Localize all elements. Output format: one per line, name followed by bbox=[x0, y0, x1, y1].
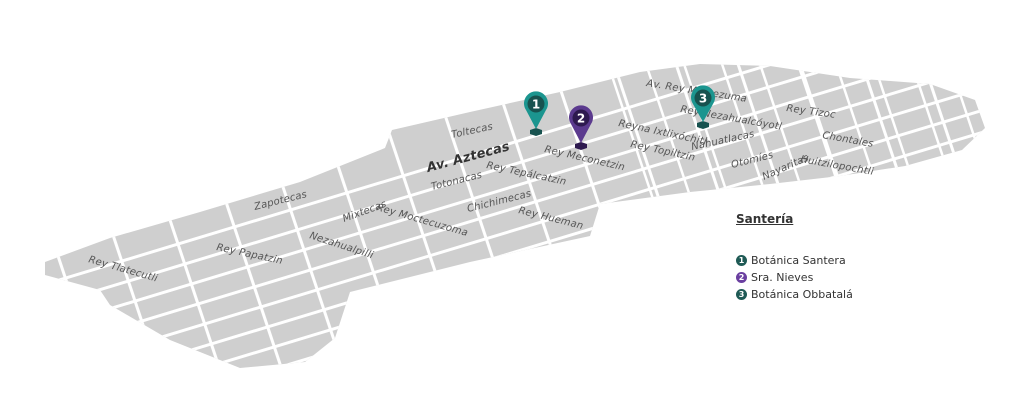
street-line bbox=[45, 64, 985, 366]
legend: Santería 1 Botánica Santera 2 Sra. Nieve… bbox=[736, 212, 853, 303]
map-marker-1[interactable]: 1 bbox=[524, 91, 549, 136]
street-line bbox=[751, 316, 985, 368]
legend-label-3: Botánica Obbatalá bbox=[751, 288, 853, 301]
street-line bbox=[914, 64, 985, 362]
street-line bbox=[976, 64, 985, 176]
legend-number-1: 1 bbox=[736, 255, 747, 266]
street-line bbox=[45, 64, 985, 322]
pin-base-icon bbox=[530, 128, 542, 136]
street-line bbox=[45, 267, 46, 368]
street-line bbox=[45, 81, 108, 368]
pin-number: 1 bbox=[532, 98, 540, 112]
legend-number-2: 2 bbox=[736, 272, 747, 283]
street-line bbox=[46, 64, 170, 368]
street-line bbox=[45, 64, 985, 344]
pin-number: 3 bbox=[699, 92, 707, 106]
legend-item-1: 1 Botánica Santera bbox=[736, 252, 853, 269]
map-marker-3[interactable]: 3 bbox=[691, 85, 715, 129]
pin-badge bbox=[694, 89, 712, 107]
pin-badge bbox=[527, 95, 545, 113]
street-line bbox=[679, 294, 985, 368]
street-line bbox=[970, 384, 1023, 400]
legend-label-1: Botánica Santera bbox=[751, 254, 846, 267]
street-line bbox=[824, 338, 985, 368]
pin-badge bbox=[572, 109, 590, 127]
street-line bbox=[978, 64, 985, 170]
legend-item-3: 3 Botánica Obbatalá bbox=[736, 286, 853, 303]
legend-number-3: 3 bbox=[736, 289, 747, 300]
street-line bbox=[45, 74, 985, 368]
legend-item-2: 2 Sra. Nieves bbox=[736, 269, 853, 286]
street-line bbox=[897, 360, 985, 368]
legend-title: Santería bbox=[736, 212, 794, 226]
pin-base-icon bbox=[697, 121, 709, 129]
legend-label-2: Sra. Nieves bbox=[751, 271, 814, 284]
map-marker-2[interactable]: 2 bbox=[569, 105, 594, 150]
pin-base-icon bbox=[575, 142, 587, 150]
pin-number: 2 bbox=[577, 112, 585, 126]
street-line bbox=[45, 64, 984, 300]
